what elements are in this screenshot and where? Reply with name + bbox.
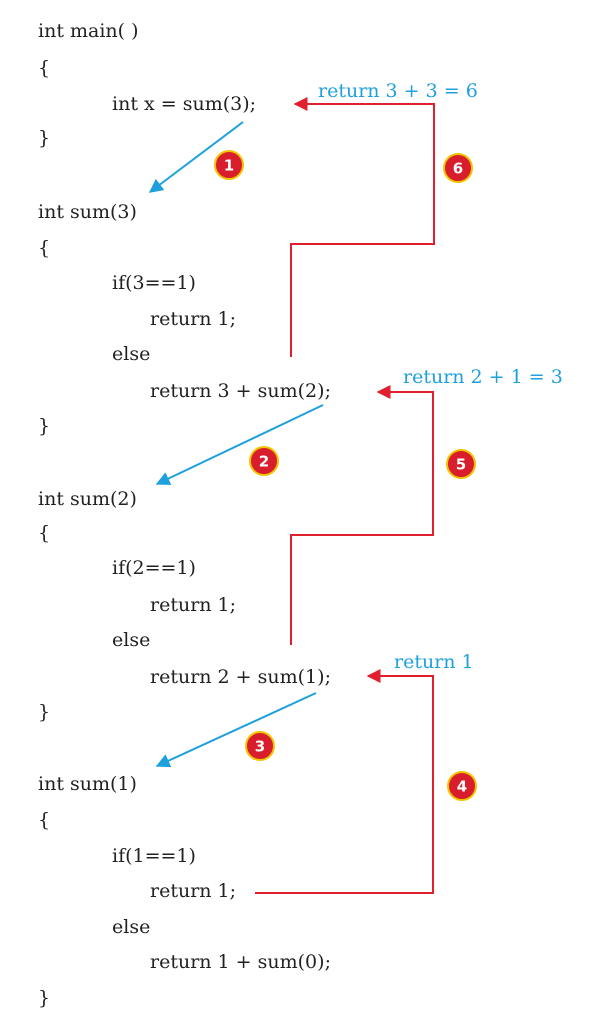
call-arrows <box>148 121 324 768</box>
return-arrow <box>290 385 434 645</box>
code-line: int sum(1) <box>38 773 137 795</box>
code-line: return 1 + sum(0); <box>150 951 331 973</box>
code-line: int sum(3) <box>38 201 137 223</box>
code-line: { <box>38 237 50 259</box>
code-line: int x = sum(3); <box>112 93 256 115</box>
call-arrow <box>155 404 324 485</box>
code-line: if(3==1) <box>112 272 196 294</box>
code-line: return 1; <box>150 594 236 616</box>
step-badge: 4 <box>447 771 477 801</box>
code-line: { <box>38 809 50 831</box>
return-label: return 1 <box>394 651 474 673</box>
code-line: return 1; <box>150 880 236 902</box>
return-label: return 3 + 3 = 6 <box>318 80 478 102</box>
return-labels: return 3 + 3 = 6 return 2 + 1 = 3 return… <box>318 80 563 673</box>
code-line: return 3 + sum(2); <box>150 380 331 402</box>
code-line: } <box>38 701 50 723</box>
code-line: { <box>38 522 50 544</box>
code-line: { <box>38 57 50 79</box>
code-line: int sum(2) <box>38 488 137 510</box>
return-label: return 2 + 1 = 3 <box>403 366 563 388</box>
svg-text:6: 6 <box>453 160 463 178</box>
call-arrow <box>155 692 317 768</box>
return-arrow <box>255 669 434 894</box>
svg-text:4: 4 <box>457 778 467 796</box>
code-line: if(2==1) <box>112 557 196 579</box>
svg-text:2: 2 <box>259 453 269 471</box>
step-badge: 2 <box>249 446 279 476</box>
call-arrow <box>148 121 244 193</box>
code-line: else <box>112 629 150 651</box>
return-arrow <box>290 97 435 357</box>
step-badge: 6 <box>443 153 473 183</box>
step-badge: 5 <box>446 449 476 479</box>
code-line: } <box>38 127 50 149</box>
code-line: } <box>38 987 50 1009</box>
code-line: if(1==1) <box>112 845 196 867</box>
code-line: return 2 + sum(1); <box>150 666 331 688</box>
svg-text:5: 5 <box>456 456 466 474</box>
step-badge: 1 <box>214 150 244 180</box>
code-listing: int main( ) { int x = sum(3); } int sum(… <box>38 20 331 1009</box>
step-badges: 1 2 3 4 5 6 <box>214 150 477 801</box>
svg-text:1: 1 <box>224 157 234 175</box>
code-line: else <box>112 343 150 365</box>
code-line: else <box>112 916 150 938</box>
code-line: int main( ) <box>38 20 139 42</box>
code-line: } <box>38 415 50 437</box>
return-arrows <box>255 97 435 894</box>
svg-text:3: 3 <box>255 738 265 756</box>
step-badge: 3 <box>245 731 275 761</box>
code-line: return 1; <box>150 308 236 330</box>
